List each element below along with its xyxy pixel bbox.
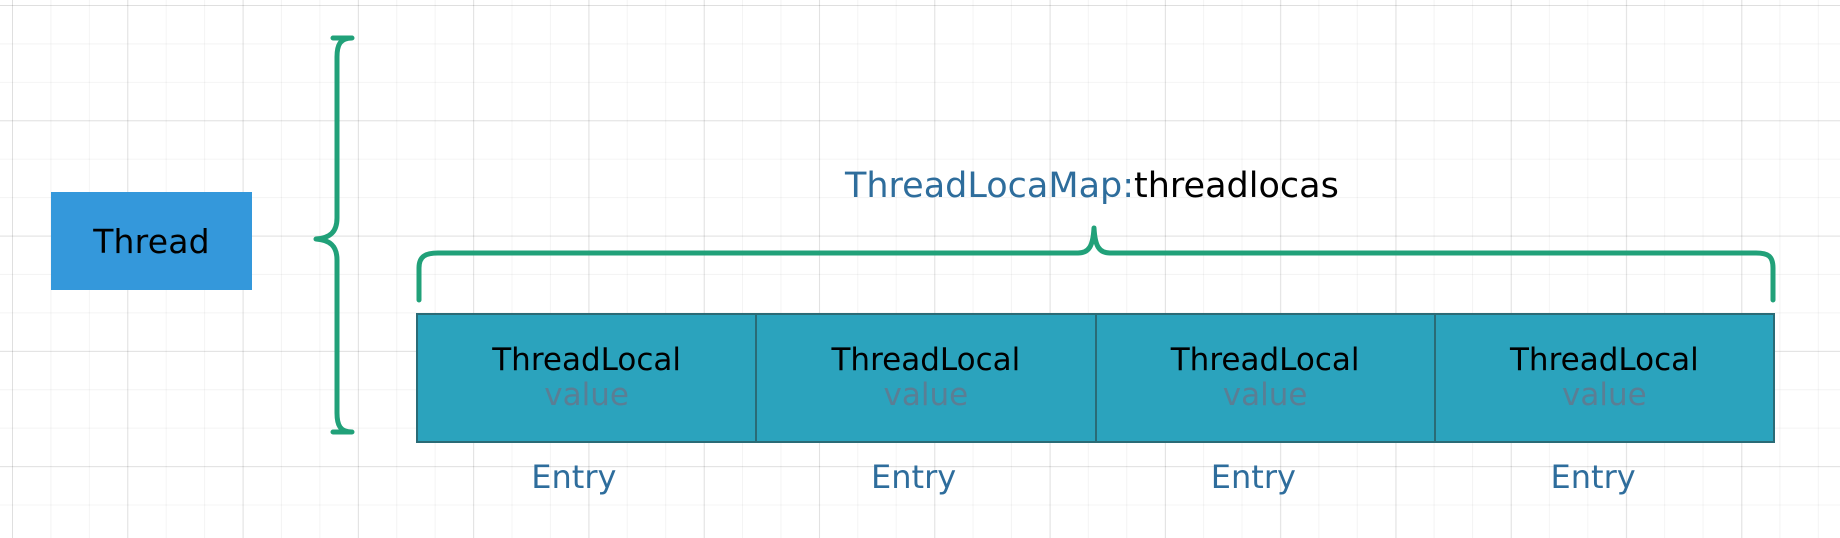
map-title-value: threadlocas [1134,166,1339,206]
map-title-key: ThreadLocaMap: [845,166,1135,206]
map-title: ThreadLocaMap:threadlocas [845,165,1339,207]
entry-cell-value: value [883,377,969,413]
entry-label: Entry [1210,458,1296,496]
entry-label-slot: Entry [1096,458,1436,496]
entry-label: Entry [531,458,617,496]
entry-label: Entry [1550,458,1636,496]
entry-cell-value: value [544,377,629,413]
thread-owns-map-brace [313,35,355,435]
entry-cell[interactable]: ThreadLocal value [1096,315,1436,441]
map-spans-entries-brace [416,225,1776,303]
entry-cell[interactable]: ThreadLocal value [757,315,1097,441]
entry-table: ThreadLocal value ThreadLocal value Thre… [416,313,1775,443]
entry-cell-type: ThreadLocal [1170,342,1360,379]
entry-label-row: Entry Entry Entry Entry [416,458,1775,496]
entry-cell-type: ThreadLocal [1510,342,1699,379]
entry-cell-type: ThreadLocal [831,342,1021,379]
entry-cell[interactable]: ThreadLocal value [418,315,758,441]
entry-label: Entry [871,458,957,496]
entry-label-slot: Entry [416,458,756,496]
entry-label-slot: Entry [1435,458,1775,496]
entry-label-slot: Entry [756,458,1096,496]
entry-cell[interactable]: ThreadLocal value [1435,315,1773,441]
thread-box-label: Thread [93,221,210,261]
thread-box[interactable]: Thread [51,192,252,290]
entry-cell-value: value [1562,377,1647,413]
entry-cell-value: value [1222,377,1308,413]
entry-cell-type: ThreadLocal [492,342,681,379]
